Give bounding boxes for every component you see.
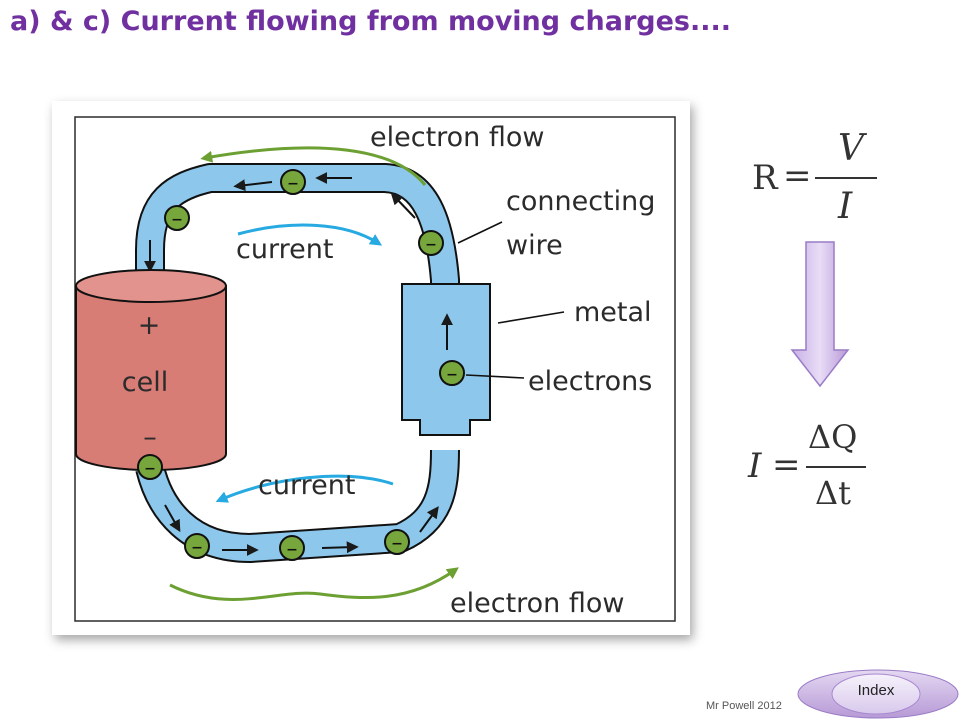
circuit-diagram: + cell – – – – – – – – – electron flow c…	[52, 101, 690, 635]
cell-minus-label: –	[143, 422, 157, 453]
wire-arrow	[390, 192, 416, 219]
current-symbol: I	[748, 446, 762, 486]
electrons-leader-line	[465, 374, 525, 379]
metal-leader-line	[497, 311, 565, 324]
resistance-symbol: R	[752, 158, 778, 198]
electron: –	[384, 529, 410, 556]
electron: –	[164, 205, 190, 232]
electron-symbol: –	[172, 207, 183, 232]
electron-flow-arrow-bottom	[169, 567, 459, 601]
current-arrow-bottom	[215, 474, 394, 503]
electron: –	[280, 169, 306, 196]
wire-arrow	[164, 504, 181, 533]
wire-label: wire	[506, 230, 563, 261]
electron-symbol: –	[447, 362, 458, 387]
electron: –	[418, 230, 444, 257]
current-label-bottom: current	[258, 470, 355, 501]
electron-flow-label-top: electron flow	[370, 122, 545, 153]
fraction-bar	[815, 177, 877, 179]
electron-flow-arrow-top	[200, 146, 427, 186]
fraction-bar	[806, 466, 866, 468]
wire-arrow	[233, 179, 273, 192]
index-button-shape	[797, 669, 959, 719]
wire-leader-line	[457, 221, 503, 244]
voltage-symbol: V	[838, 128, 864, 169]
electron: –	[137, 454, 163, 481]
electron-symbol: –	[145, 456, 156, 481]
electron: –	[439, 360, 465, 387]
electron-symbol: –	[392, 531, 403, 556]
down-arrow-icon	[790, 241, 850, 388]
time-change-symbol: Δt	[815, 474, 851, 512]
cell-plus-label: +	[138, 310, 161, 341]
electron-symbol: –	[287, 537, 298, 562]
equals-sign: =	[783, 156, 812, 196]
index-button[interactable]: Index	[792, 668, 960, 720]
electron: –	[184, 533, 210, 560]
cell-label: cell	[122, 367, 168, 398]
charge-change-symbol: ΔQ	[808, 418, 858, 456]
equals-sign: =	[772, 445, 801, 485]
electron-symbol: –	[426, 232, 437, 257]
metal-block	[401, 283, 491, 436]
connecting-label: connecting	[506, 186, 655, 217]
current-label-top: current	[236, 234, 333, 265]
wire-arrow	[419, 506, 439, 533]
current-symbol: I	[838, 186, 853, 227]
current-arrow-top	[237, 223, 383, 246]
footer-credit: Mr Powell 2012	[706, 700, 782, 712]
circuit-diagram-svg: + cell – – – – – – – – – electron flow c…	[74, 116, 676, 622]
page-title: a) & c) Current flowing from moving char…	[10, 6, 731, 37]
electron-flow-label-bottom: electron flow	[450, 588, 625, 619]
cell-top	[75, 269, 227, 303]
electron-symbol: –	[288, 171, 299, 196]
electron-symbol: –	[192, 535, 203, 560]
metal-label: metal	[574, 297, 652, 328]
wire-arrow	[321, 541, 359, 554]
electron: –	[279, 535, 305, 562]
electrons-label: electrons	[528, 366, 652, 397]
